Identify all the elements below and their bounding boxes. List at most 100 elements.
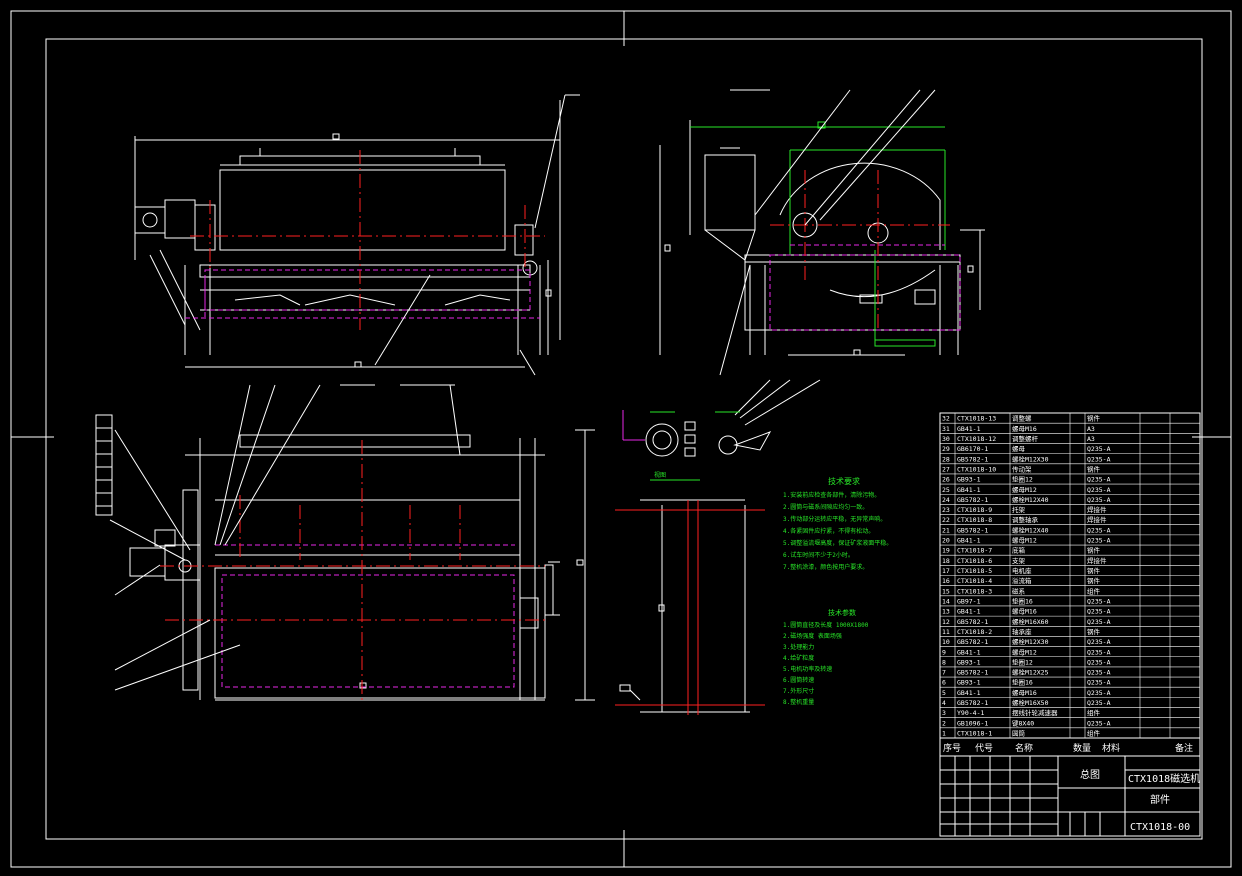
bom-name: 磁系 <box>1012 586 1026 595</box>
section-label: 视图 <box>654 471 666 479</box>
bom-code: CTX1018-3 <box>957 587 992 595</box>
bom-material: A3 <box>1087 425 1095 433</box>
bom-name: 垫圈16 <box>1012 596 1033 605</box>
spec-line: 8.整机重量 <box>783 698 814 706</box>
bom-name: 调整螺 <box>1012 414 1032 423</box>
bom-name: 摆线针轮减速器 <box>1012 708 1058 717</box>
bom-header-remark: 备注 <box>1175 742 1193 754</box>
bom-material: Q235-A <box>1087 699 1111 707</box>
bom-code: GB41-1 <box>957 425 981 433</box>
bom-seq: 13 <box>942 608 950 616</box>
bom-seq: 15 <box>942 587 950 595</box>
bom-material: Q235-A <box>1087 679 1111 687</box>
bom-name: 螺栓M12X25 <box>1012 668 1049 677</box>
tech-spec-title: 技术参数 <box>828 608 856 617</box>
bom-code: CTX1018-10 <box>957 465 996 473</box>
bom-material: 焊接件 <box>1087 505 1107 514</box>
bom-seq: 26 <box>942 476 950 484</box>
spec-line: 4.给矿粒度 <box>783 654 814 662</box>
bom-seq: 12 <box>942 618 950 626</box>
bom-code: CTX1018-9 <box>957 506 992 514</box>
bom-code: GB5782-1 <box>957 496 988 504</box>
bom-material: 焊接件 <box>1087 556 1107 565</box>
bom-name: 托架 <box>1012 505 1026 514</box>
bom-seq: 29 <box>942 445 950 453</box>
bom-material: Q235-A <box>1087 689 1111 697</box>
bom-seq: 6 <box>942 679 946 687</box>
tech-line: 6.试车时间不少于2小时。 <box>783 551 854 559</box>
tech-line: 5.调整溢流堰高度，保证矿浆液面平稳。 <box>783 539 892 547</box>
bom-name: 调整螺杆 <box>1012 434 1039 443</box>
bom-material: 钢件 <box>1087 566 1101 575</box>
bom-header-name: 名称 <box>1015 742 1033 754</box>
tech-line: 7.整机涂漆，颜色按用户要求。 <box>783 563 868 571</box>
bom-name: 底箱 <box>1012 546 1026 555</box>
tech-line: 3.传动部分运转应平稳，无异常声响。 <box>783 515 886 523</box>
bom-code: GB6170-1 <box>957 445 988 453</box>
spec-line: 7.外形尺寸 <box>783 687 814 695</box>
bom-material: Q235-A <box>1087 496 1111 504</box>
detail-views <box>615 379 821 715</box>
bom-material: 钢件 <box>1087 414 1101 423</box>
bom-code: GB41-1 <box>957 608 981 616</box>
bom-seq: 20 <box>942 537 950 545</box>
bom-seq: 23 <box>942 506 950 514</box>
tech-line: 2.圆筒与磁系间隙应均匀一致。 <box>783 503 868 511</box>
bom-seq: 19 <box>942 547 950 555</box>
bom-seq: 4 <box>942 699 946 707</box>
bom-code: GB5782-1 <box>957 618 988 626</box>
bom-material: Q235-A <box>1087 445 1111 453</box>
bom-seq: 14 <box>942 597 950 605</box>
bom-name: 螺母M16 <box>1012 607 1037 616</box>
spec-line: 5.电机功率及转速 <box>783 665 832 673</box>
bom-material: Q235-A <box>1087 658 1111 666</box>
drawing-title: 总图 <box>1080 768 1100 781</box>
bom-code: GB5782-1 <box>957 699 988 707</box>
bom-material: 钢件 <box>1087 576 1101 585</box>
bom-code: CTX1018-4 <box>957 577 992 585</box>
bom-material: Q235-A <box>1087 486 1111 494</box>
bom-seq: 32 <box>942 415 950 423</box>
bom-name: 螺栓M16X60 <box>1012 617 1049 626</box>
bom-code: GB41-1 <box>957 537 981 545</box>
tech-line: 1.安装前应检查各部件，清除污物。 <box>783 491 880 499</box>
machine-name: CTX1018磁选机 <box>1128 772 1200 785</box>
bom-code: GB41-1 <box>957 486 981 494</box>
bom-seq: 9 <box>942 648 946 656</box>
sheet-frame <box>10 10 1232 868</box>
bom-seq: 16 <box>942 577 950 585</box>
bom-code: CTX1018-5 <box>957 567 992 575</box>
bom-seq: 27 <box>942 465 950 473</box>
bom-header-seq: 序号 <box>943 742 961 754</box>
bom-material: Q235-A <box>1087 537 1111 545</box>
bom-name: 支架 <box>1012 556 1026 565</box>
bom-material: Q235-A <box>1087 526 1111 534</box>
bom-name: 螺母M16 <box>1012 688 1037 697</box>
bom-seq: 28 <box>942 455 950 463</box>
bom-code: GB41-1 <box>957 689 981 697</box>
front-view <box>134 94 580 376</box>
bom-header-code: 代号 <box>975 743 993 754</box>
bom-code: CTX1018-12 <box>957 435 996 443</box>
bom-code: CTX1018-6 <box>957 557 992 565</box>
bom-material: 钢件 <box>1087 464 1101 473</box>
bom-name: 螺栓M12X30 <box>1012 454 1049 463</box>
bom-code: CTX1018-2 <box>957 628 992 636</box>
spec-line: 3.处理能力 <box>783 643 814 651</box>
bom-name: 垫圈16 <box>1012 678 1033 687</box>
bom-code: GB5782-1 <box>957 455 988 463</box>
bom-code: Y90-4-1 <box>957 709 984 717</box>
bom-name: 电机座 <box>1012 566 1032 575</box>
bom-seq: 8 <box>942 658 946 666</box>
bom-material: 钢件 <box>1087 627 1101 636</box>
bom-material: 钢件 <box>1087 546 1101 555</box>
bom-name: 螺母M16 <box>1012 424 1037 433</box>
tech-line: 4.各紧固件应拧紧，不得有松动。 <box>783 527 874 535</box>
bom-material: 组件 <box>1087 708 1101 717</box>
bom-code: GB93-1 <box>957 476 981 484</box>
bom-code: GB93-1 <box>957 679 981 687</box>
bom-header: 序号 代号 名称 数量 材料 备注 <box>939 737 1201 757</box>
bom-material: Q235-A <box>1087 719 1111 727</box>
bom-header-qty: 数量 <box>1073 742 1091 754</box>
bom-seq: 21 <box>942 526 950 534</box>
